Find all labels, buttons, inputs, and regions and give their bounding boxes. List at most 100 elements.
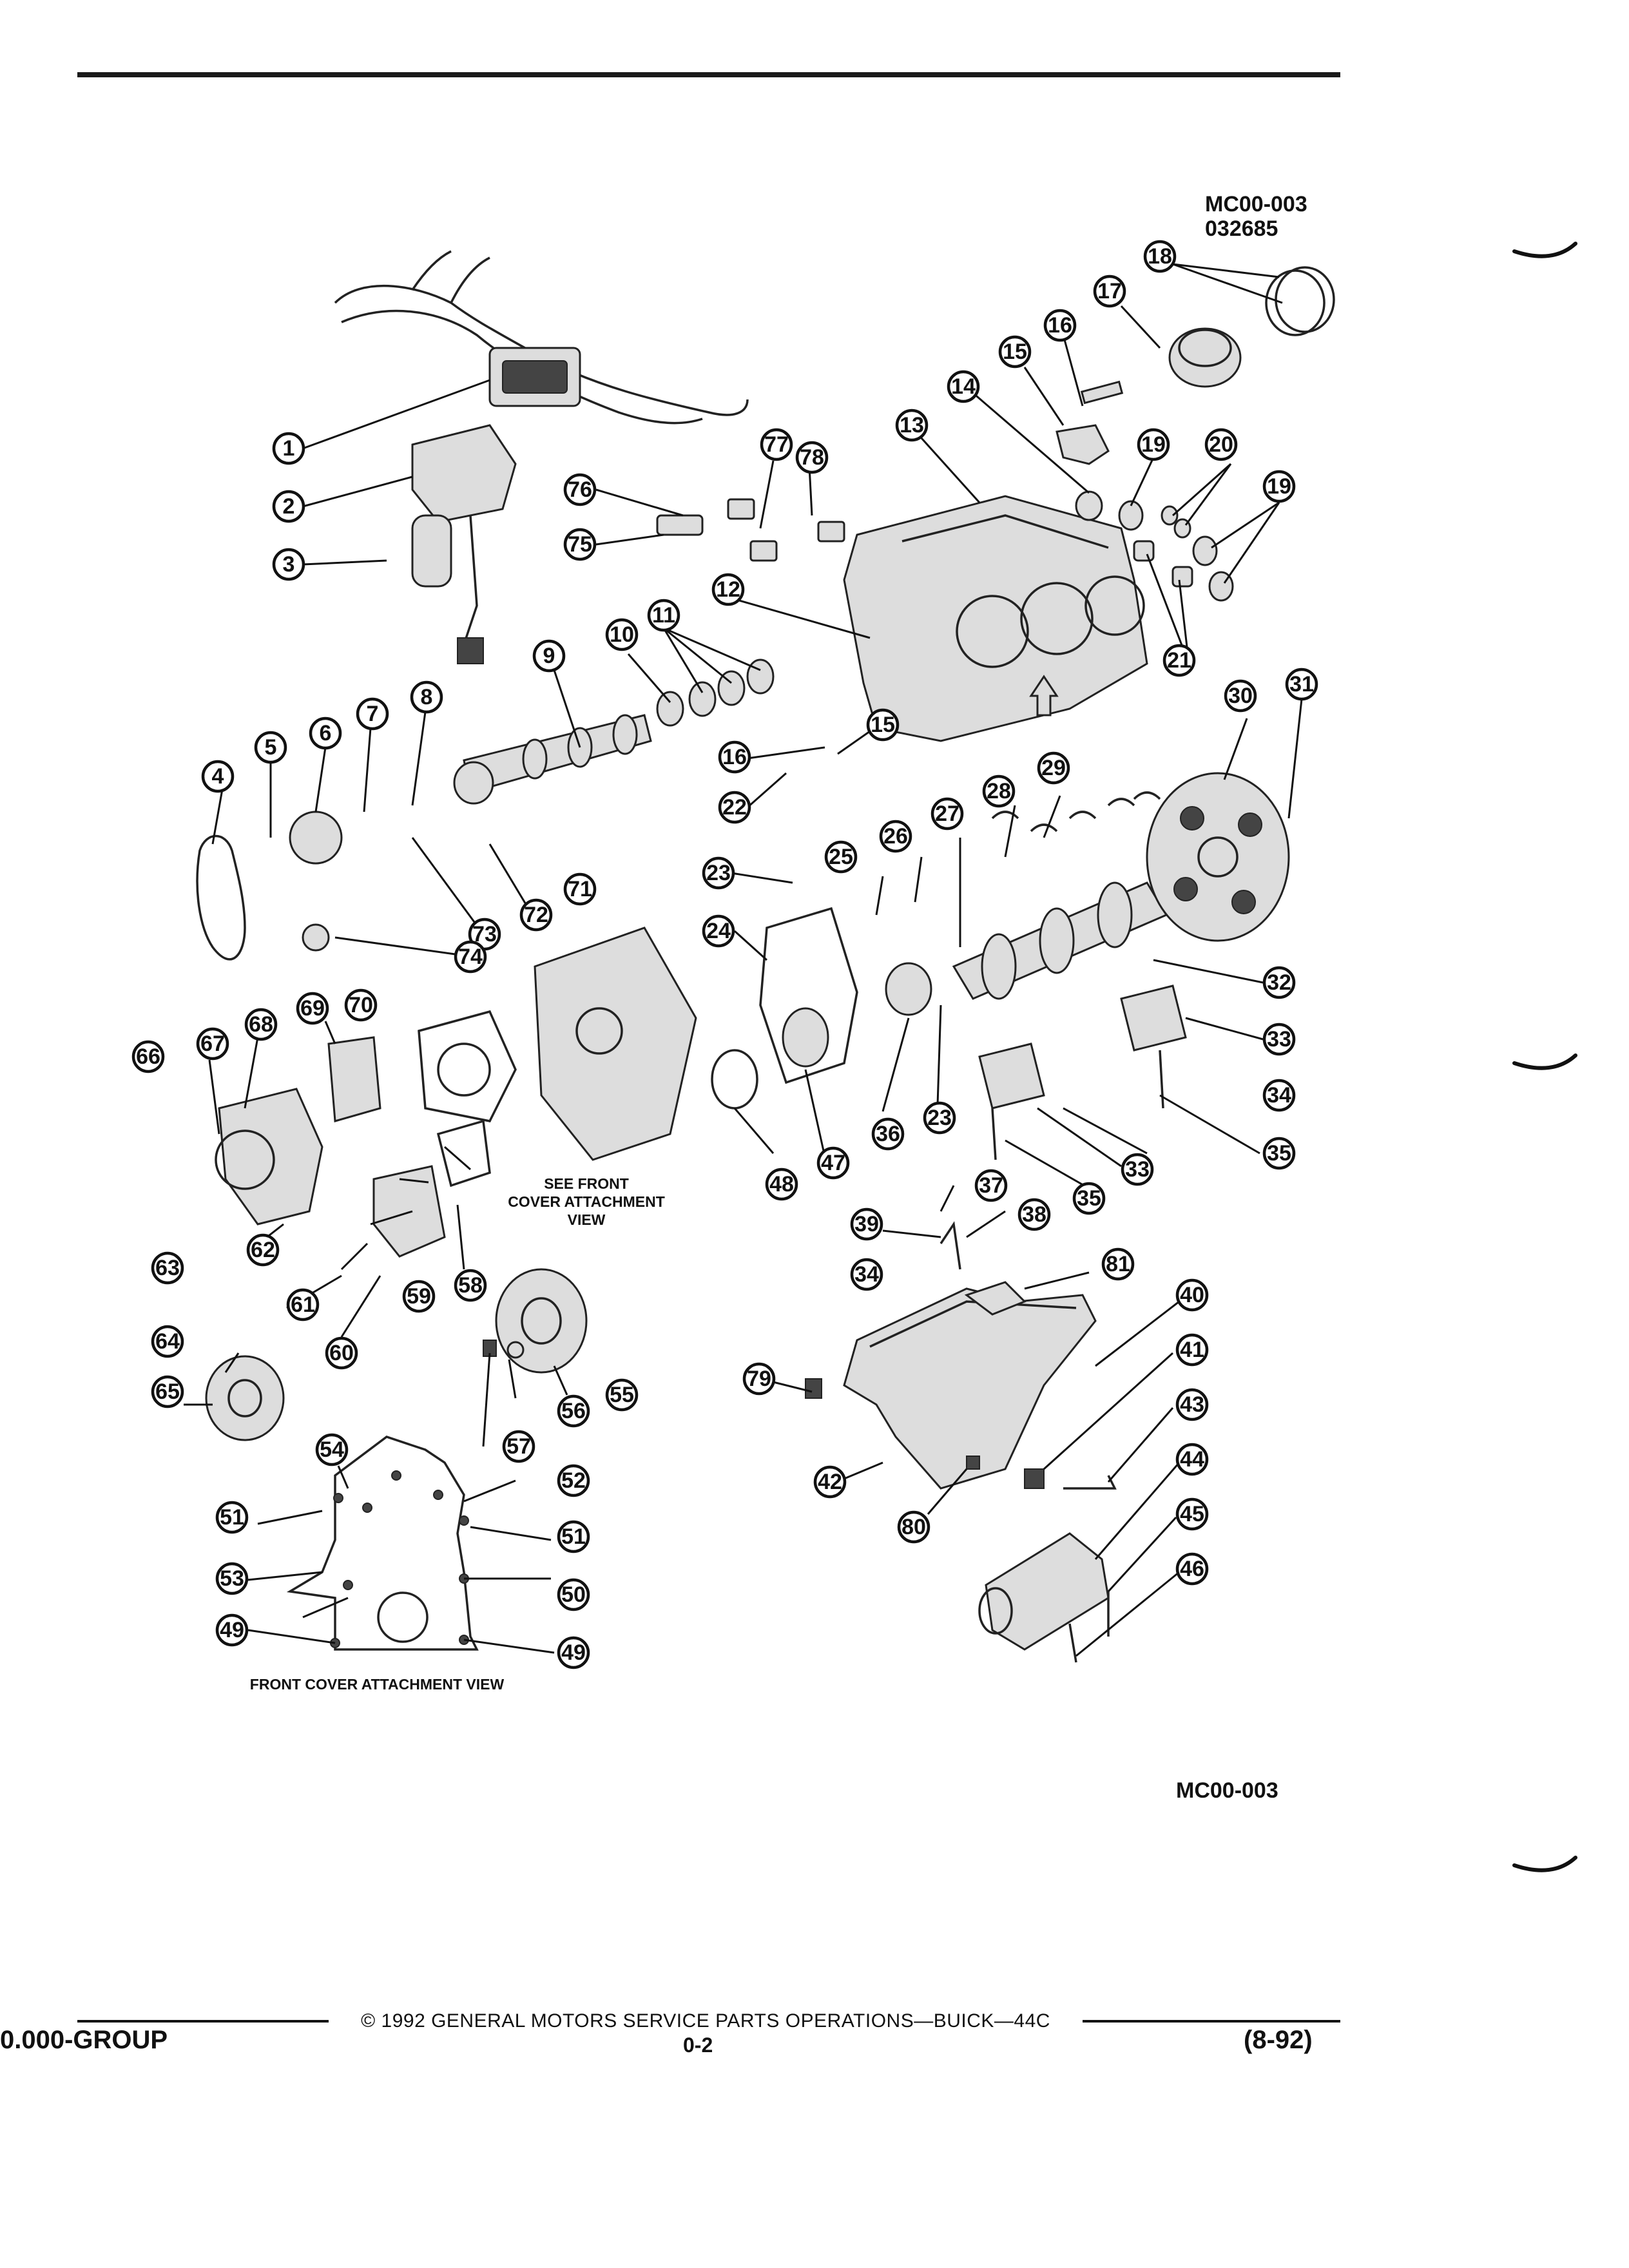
svg-text:72: 72 [524,903,548,927]
svg-text:15: 15 [1003,340,1027,364]
callout-46: 46 [1175,1552,1209,1586]
pulleys [205,1268,588,1441]
callout-3: 3 [272,548,305,581]
callout-14: 14 [947,370,980,403]
svg-text:39: 39 [854,1212,879,1236]
svg-text:22: 22 [722,795,747,820]
margin-mark-1 [1512,242,1577,258]
callout-33a: 33 [1262,1023,1296,1056]
svg-text:13: 13 [900,413,924,437]
svg-text:79: 79 [747,1367,771,1391]
svg-text:70: 70 [349,993,373,1017]
callout-59: 59 [402,1280,436,1313]
svg-text:69: 69 [300,996,325,1021]
svg-text:3: 3 [283,552,295,577]
callout-34a: 34 [1262,1079,1296,1112]
svg-text:46: 46 [1180,1557,1204,1581]
footer-group: 0.000-GROUP [0,2026,168,2054]
callout-71: 71 [563,872,597,906]
callout-35b: 35 [1072,1182,1106,1215]
svg-text:6: 6 [320,721,332,745]
callout-17: 17 [1093,274,1126,308]
callout-76: 76 [563,473,597,506]
svg-text:35: 35 [1267,1141,1291,1166]
svg-text:35: 35 [1077,1186,1101,1211]
callout-69: 69 [296,992,329,1025]
callout-73: 73 [468,918,501,951]
callout-68: 68 [244,1008,278,1041]
svg-text:19: 19 [1267,474,1291,499]
svg-text:68: 68 [249,1012,273,1037]
callout-47: 47 [816,1146,850,1180]
timing-chain-and-sprockets [196,811,343,961]
callout-63: 63 [151,1251,184,1285]
callout-35a: 35 [1262,1137,1296,1170]
svg-text:41: 41 [1180,1338,1204,1362]
svg-text:23: 23 [706,861,731,885]
callout-65: 65 [151,1375,184,1408]
callout-37: 37 [974,1169,1008,1202]
see-front-cover-caption-3: VIEW [568,1211,606,1228]
callout-80: 80 [897,1510,930,1544]
camshaft [453,714,652,805]
svg-text:8: 8 [421,685,433,709]
callout-57: 57 [502,1430,535,1463]
callout-34b: 34 [850,1258,883,1291]
svg-text:36: 36 [876,1122,900,1146]
callout-36: 36 [871,1117,905,1151]
bottom-figure-code: MC00-003 [1176,1778,1278,1803]
svg-text:38: 38 [1022,1202,1046,1227]
callout-51a: 51 [215,1501,249,1534]
svg-text:23: 23 [927,1106,952,1130]
oil-pan [843,1221,1117,1490]
svg-text:4: 4 [212,764,224,789]
footer-copyright: © 1992 GENERAL MOTORS SERVICE PARTS OPER… [361,2010,1050,2032]
svg-text:78: 78 [800,445,824,470]
svg-text:76: 76 [568,477,592,502]
svg-text:71: 71 [568,877,592,901]
main-bearings-and-caps [978,791,1187,1160]
callout-52: 52 [557,1464,590,1497]
callout-67: 67 [196,1027,229,1061]
callout-18: 18 [1143,240,1177,273]
svg-text:20: 20 [1209,432,1233,457]
svg-text:28: 28 [987,779,1011,803]
callout-6: 6 [309,716,342,750]
callout-74: 74 [454,940,487,974]
svg-text:42: 42 [818,1470,842,1494]
svg-text:10: 10 [610,622,634,647]
svg-text:48: 48 [769,1172,794,1196]
callout-75: 75 [563,528,597,561]
callout-60: 60 [325,1336,358,1370]
see-front-cover-caption-2: COVER ATTACHMENT [508,1193,665,1210]
callout-43: 43 [1175,1388,1209,1421]
svg-text:33: 33 [1267,1027,1291,1052]
callout-5: 5 [254,731,287,764]
callout-11: 11 [647,599,680,632]
svg-text:56: 56 [561,1399,586,1423]
sensors [656,498,980,1470]
svg-text:24: 24 [706,919,731,943]
svg-text:17: 17 [1097,279,1122,303]
front-cover-attachment-view [286,1436,479,1651]
svg-text:30: 30 [1228,684,1253,708]
callout-54: 54 [315,1433,349,1466]
footer-date: (8-92) [1244,2026,1313,2054]
callout-19a: 19 [1137,428,1170,461]
svg-text:65: 65 [155,1379,180,1404]
svg-text:9: 9 [543,644,555,668]
callout-51b: 51 [557,1520,590,1553]
callout-8: 8 [410,680,443,714]
callout-77: 77 [760,428,793,461]
callout-16: 16 [1043,309,1077,342]
callout-30: 30 [1224,679,1257,713]
svg-text:27: 27 [935,802,959,826]
callout-39: 39 [850,1207,883,1241]
svg-text:21: 21 [1167,648,1191,673]
callout-48: 48 [765,1168,798,1201]
callout-15: 15 [998,335,1032,369]
see-front-cover-caption-1: SEE FRONT [544,1175,629,1192]
svg-text:16: 16 [1048,313,1072,338]
callout-53: 53 [215,1562,249,1595]
svg-text:32: 32 [1267,970,1291,995]
